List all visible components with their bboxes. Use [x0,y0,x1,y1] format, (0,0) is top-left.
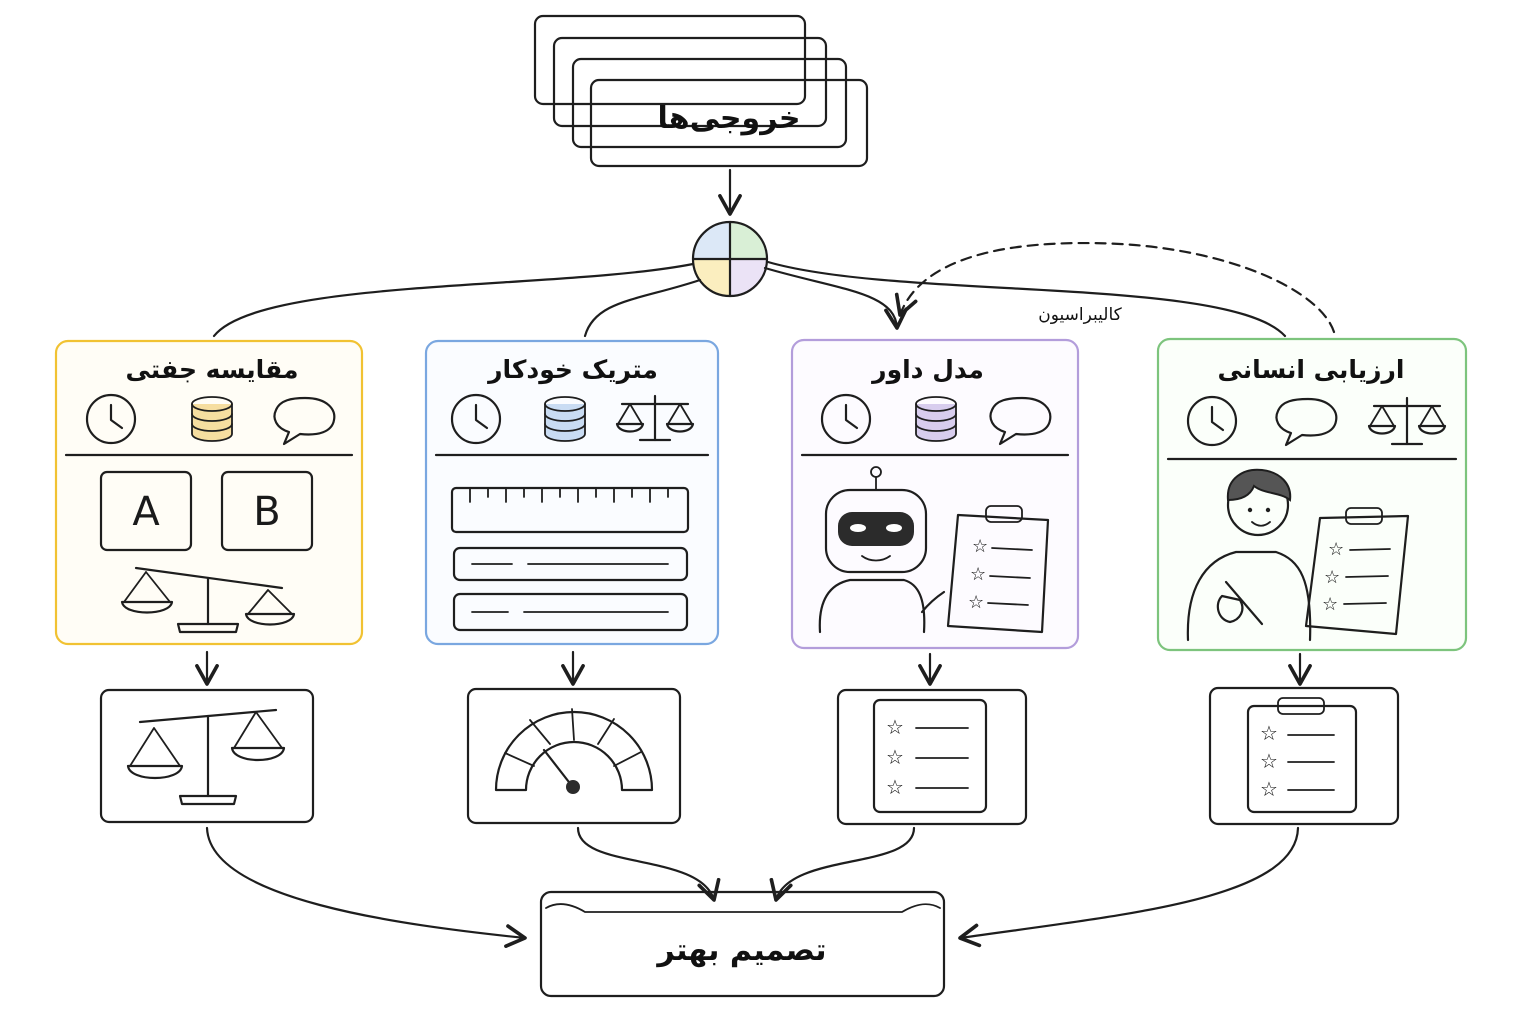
arrow-pairwise-to-decision [205,826,527,948]
robot-icon [818,466,946,634]
decision-box: تصمیم بهتر [539,890,946,998]
checklist-icon: ☆ ☆ ☆ [946,505,1050,634]
panel-title-pairwise: مقایسه جفتی [125,355,298,384]
arrow-judge-model-to-decision [769,826,916,902]
branch-to-judge-model [763,266,908,330]
result-card-human-eval: ☆ ☆ ☆ [1208,686,1400,826]
checklist-icon: ☆ ☆ ☆ [872,698,988,814]
metric-bar [452,546,689,582]
panel-human-eval: ارزیابی انسانی [1156,337,1468,652]
outputs-stack: خروجی‌ها [533,14,869,168]
checklist-icon: ☆ ☆ ☆ [1304,507,1410,636]
speech-bubble-icon [1275,397,1338,447]
gauge-icon [494,708,654,794]
person-icon [1186,468,1312,642]
decision-label: تصمیم بهتر [655,933,826,968]
balance-scale-icon [120,566,296,634]
database-icon [544,396,586,442]
panel-title-human-eval: ارزیابی انسانی [1218,355,1405,384]
option-b-letter: B [253,489,280,535]
checklist-icon: ☆ ☆ ☆ [1246,697,1358,814]
speech-bubble-icon [273,396,336,446]
svg-text:☆: ☆ [886,715,904,739]
option-a-letter: A [132,489,160,535]
database-icon [191,396,233,442]
panel-judge-model: مدل داور ☆ [790,338,1080,650]
result-card-auto-metric [466,687,682,825]
svg-text:☆: ☆ [886,745,904,769]
svg-text:☆: ☆ [1260,749,1278,773]
speech-bubble-icon [989,396,1052,446]
svg-text:☆: ☆ [1324,567,1340,588]
svg-text:☆: ☆ [1322,594,1338,615]
outputs-label: خروجی‌ها [658,101,801,136]
branch-to-pairwise [212,262,695,338]
arrow-human-eval-to-decision [958,826,1300,948]
branch-to-auto-metric [583,278,702,338]
panel-pairwise: مقایسه جفتی A B [54,339,364,646]
clock-icon [85,393,137,445]
calibration-label: کالیبراسیون [1038,305,1122,325]
balance-scale-icon [615,394,695,442]
balance-scale-icon [126,708,286,806]
ruler-icon [450,486,690,534]
svg-text:☆: ☆ [1260,721,1278,745]
svg-text:☆: ☆ [970,564,986,585]
panel-title-judge-model: مدل داور [870,355,984,385]
panel-title-auto-metric: متریک خودکار [486,355,658,385]
svg-text:☆: ☆ [1328,539,1344,560]
panel-auto-metric: متریک خودکار [424,339,720,646]
balance-scale-icon [1367,396,1447,446]
hub-circle [691,220,769,298]
svg-text:☆: ☆ [972,536,988,557]
result-card-pairwise [99,688,315,824]
branch-to-human-eval [766,260,1287,338]
clock-icon [1186,395,1238,447]
svg-text:☆: ☆ [968,592,984,613]
clock-icon [820,393,872,445]
option-b-card: B [220,470,314,552]
svg-text:☆: ☆ [886,775,904,799]
database-icon [915,396,957,442]
clock-icon [450,393,502,445]
svg-text:☆: ☆ [1260,777,1278,801]
option-a-card: A [99,470,193,552]
arrow-auto-metric-to-decision [576,826,721,902]
calibration-arrow [894,241,1336,334]
result-card-judge-model: ☆ ☆ ☆ [836,688,1028,826]
metric-bar [452,592,689,632]
